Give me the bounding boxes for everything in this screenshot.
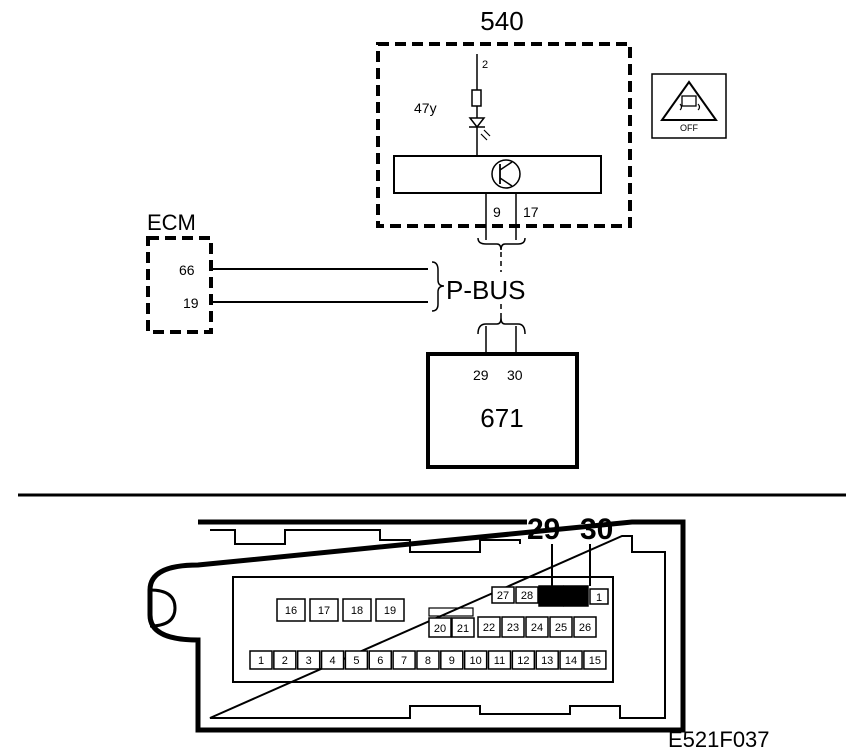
connector-pin-box bbox=[463, 650, 488, 670]
connector-pin-box bbox=[583, 650, 607, 670]
connector-pin-box bbox=[296, 650, 321, 670]
pin-17: 17 bbox=[318, 605, 330, 617]
connector-pin-box bbox=[487, 650, 512, 670]
pin-22: 22 bbox=[483, 622, 495, 634]
connector-pin-box bbox=[511, 650, 536, 670]
module-671-label: 671 bbox=[480, 403, 523, 433]
module-540-pin-top: 2 bbox=[482, 59, 488, 71]
connector-pin-label: 10 bbox=[470, 655, 482, 667]
ecm-boundary bbox=[146, 236, 213, 334]
module-671-pin-29: 29 bbox=[473, 367, 489, 383]
transistor-icon bbox=[491, 159, 521, 189]
bus-brace-top bbox=[477, 237, 526, 251]
connector-pin-label: 13 bbox=[541, 655, 553, 667]
figure-id: E521F037 bbox=[668, 727, 770, 752]
resistor-symbol bbox=[471, 89, 482, 107]
connector-pin-box bbox=[559, 650, 583, 670]
pin-23: 23 bbox=[507, 622, 519, 634]
pin-27: 27 bbox=[497, 590, 509, 602]
ecm-pin-66: 66 bbox=[179, 262, 195, 278]
led-icon bbox=[468, 117, 491, 141]
module-540-label: 540 bbox=[480, 6, 523, 36]
bus-brace-side bbox=[431, 261, 445, 312]
connector-housing bbox=[147, 519, 686, 733]
module-671-box bbox=[426, 352, 579, 469]
pin-20: 20 bbox=[434, 623, 446, 635]
traction-control-off-icon: OFF bbox=[651, 73, 727, 139]
connector-pin-box bbox=[535, 650, 559, 670]
module-540-pin-9: 9 bbox=[493, 204, 501, 220]
connector-pin-label: 11 bbox=[494, 655, 505, 667]
connector-pin-box bbox=[392, 650, 416, 670]
connector-pin-box bbox=[344, 650, 369, 670]
ecm-label: ECM bbox=[147, 210, 196, 235]
ecm-pin-19: 19 bbox=[183, 295, 199, 311]
pin-25: 25 bbox=[555, 622, 567, 634]
connector-pin-label: 15 bbox=[589, 655, 601, 667]
connector-pin-box bbox=[368, 650, 392, 670]
connector-callout-30: 30 bbox=[580, 513, 613, 546]
connector-pin-label: 5 bbox=[353, 655, 359, 667]
module-671-pin-30: 30 bbox=[507, 367, 523, 383]
pin-19: 19 bbox=[384, 605, 396, 617]
pin-21: 21 bbox=[457, 623, 469, 635]
module-540-boundary bbox=[376, 42, 632, 228]
component-47y-label: 47y bbox=[414, 100, 437, 116]
pin-26: 26 bbox=[579, 622, 591, 634]
connector-pins-mid-left: 16 17 18 19 bbox=[276, 598, 405, 622]
module-540-driver-box bbox=[393, 155, 602, 194]
connector-pins-top: 27 28 1 bbox=[491, 585, 609, 607]
pin-30-highlight bbox=[563, 585, 589, 607]
pin-24: 24 bbox=[531, 622, 543, 634]
pin-18: 18 bbox=[351, 605, 363, 617]
p-bus-label: P-BUS bbox=[446, 275, 525, 305]
connector-pin-box bbox=[440, 650, 464, 670]
connector-pin-label: 7 bbox=[401, 655, 407, 667]
connector-pin-box bbox=[273, 650, 297, 670]
pin-16: 16 bbox=[285, 605, 297, 617]
module-540-pin-17: 17 bbox=[523, 204, 539, 220]
connector-pin-box bbox=[416, 650, 440, 670]
pin-top-1: 1 bbox=[596, 592, 602, 604]
connector-pin-label: 6 bbox=[377, 655, 383, 667]
connector-pin-label: 12 bbox=[517, 655, 529, 667]
connector-pin-label: 3 bbox=[306, 655, 312, 667]
bus-brace-bottom bbox=[477, 317, 526, 335]
connector-pin-label: 9 bbox=[449, 655, 455, 667]
connector-pin-box bbox=[320, 650, 345, 670]
warning-icon-off-text: OFF bbox=[680, 123, 698, 133]
connector-pin-label: 4 bbox=[329, 655, 335, 667]
pin-28: 28 bbox=[521, 590, 533, 602]
pin-29-highlight bbox=[538, 585, 564, 607]
connector-pin-label: 2 bbox=[282, 655, 288, 667]
connector-pin-label: 8 bbox=[425, 655, 431, 667]
connector-pin-box bbox=[249, 650, 273, 670]
connector-pin-label: 1 bbox=[258, 655, 264, 667]
connector-pin-label: 14 bbox=[565, 655, 577, 667]
connector-pins-mid-right: 20 21 22 23 24 25 26 bbox=[428, 607, 597, 638]
